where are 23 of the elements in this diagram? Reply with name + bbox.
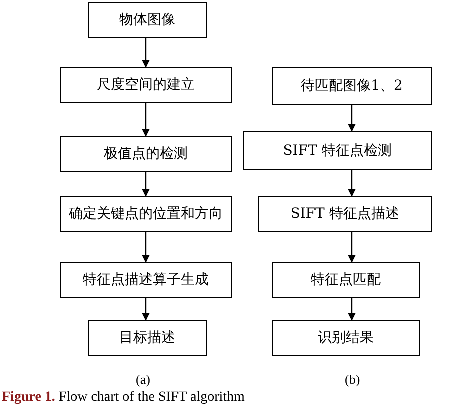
process-box: 尺度空间的建立: [60, 67, 232, 103]
process-box: 目标描述: [88, 320, 207, 356]
process-box: 特征点描述算子生成: [60, 262, 232, 298]
panel-label: (b): [345, 372, 360, 388]
arrow: [348, 232, 356, 263]
process-box: 确定关键点的位置和方向: [60, 196, 232, 232]
process-box: 极值点的检测: [60, 136, 232, 172]
process-box: SIFT 特征点检测: [243, 131, 432, 170]
arrow: [142, 103, 150, 137]
arrow: [348, 298, 356, 321]
process-box: 特征点匹配: [272, 262, 420, 298]
panel-label: (a): [136, 372, 150, 388]
figure-caption: Figure 1. Flow chart of the SIFT algorithm: [2, 390, 245, 406]
arrow: [348, 170, 356, 197]
arrow: [142, 298, 150, 321]
arrow: [142, 172, 150, 197]
arrow: [348, 105, 356, 132]
process-box: 待匹配图像1、2: [272, 67, 432, 105]
process-box: 识别结果: [272, 320, 420, 356]
process-box: 物体图像: [88, 2, 207, 38]
arrow: [142, 232, 150, 263]
process-box: SIFT 特征点描述: [258, 196, 432, 232]
arrow: [142, 38, 150, 68]
